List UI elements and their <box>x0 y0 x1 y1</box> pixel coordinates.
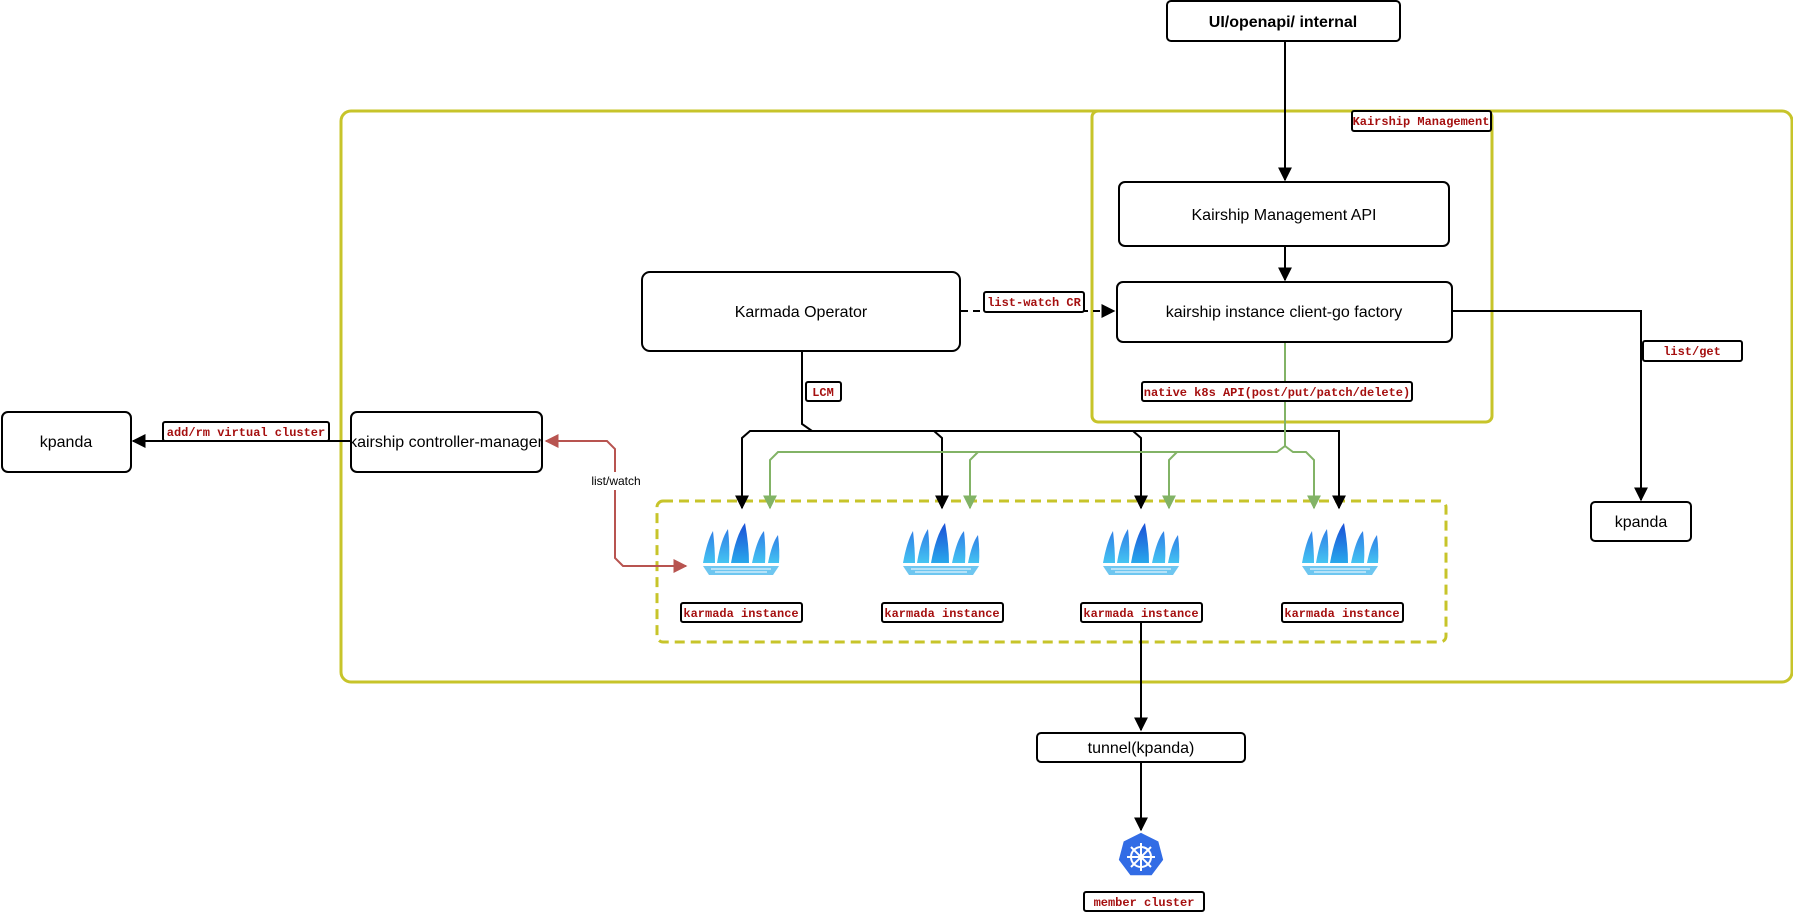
karmada-logo-icon <box>902 522 980 576</box>
edge-native-api-to-instance-3 <box>1162 451 1178 510</box>
karmada-instance-label: karmada instance <box>683 607 798 621</box>
lcm-text: LCM <box>812 386 834 400</box>
edge-native-api-to-instance-4 <box>1284 445 1321 510</box>
list-watch-cr-text: list-watch CR <box>987 296 1081 310</box>
member-cluster-label: member cluster <box>1094 896 1195 910</box>
tunnel-box[interactable]: tunnel(kpanda) <box>1036 732 1246 763</box>
list-watch-tag: list/watch <box>586 472 644 490</box>
karmada-logo-icon <box>702 522 780 576</box>
kpanda-left-label: kpanda <box>40 434 93 451</box>
kpanda-right-label: kpanda <box>1615 514 1668 531</box>
karmada-operator-label: Karmada Operator <box>735 304 868 321</box>
client-go-factory-label: kairship instance client-go factory <box>1166 304 1403 321</box>
edge-lcm-to-instance-2 <box>933 430 949 510</box>
lcm-tag: LCM <box>805 381 842 402</box>
karmada-instance-2[interactable]: karmada instance <box>881 522 1004 623</box>
edge-factory-to-kpanda-right <box>1452 310 1648 502</box>
karmada-logo-icon <box>1102 522 1180 576</box>
edge-controller-list-watch <box>544 434 688 573</box>
karmada-instance-label: karmada instance <box>1083 607 1198 621</box>
kpanda-right-box[interactable]: kpanda <box>1590 501 1692 542</box>
kairship-management-tag: Kairship Management <box>1351 110 1492 132</box>
edge-lcm-trunk <box>801 352 1346 510</box>
list-watch-cr-tag: list-watch CR <box>983 291 1085 313</box>
member-cluster-node[interactable]: member cluster <box>1083 831 1205 912</box>
controller-manager-box[interactable]: kairship controller-manager <box>349 411 544 473</box>
kairship-outer-container <box>339 109 1793 684</box>
list-watch-text: list/watch <box>591 474 640 488</box>
native-k8s-api-text: native k8s API(post/put/patch/delete) <box>1144 386 1410 400</box>
karmada-logo-icon <box>1301 522 1379 576</box>
karmada-instance-label: karmada instance <box>1284 607 1399 621</box>
kubernetes-helm-icon <box>1117 831 1165 877</box>
karmada-instance-label: karmada instance <box>884 607 999 621</box>
add-rm-virtual-cluster-text: add/rm virtual cluster <box>167 426 325 440</box>
karmada-instance-3[interactable]: karmada instance <box>1080 522 1203 623</box>
edge-native-api-to-instance-2 <box>963 451 979 510</box>
controller-manager-label: kairship controller-manager <box>349 434 544 451</box>
karmada-instance-4[interactable]: karmada instance <box>1281 522 1404 623</box>
ui-openapi-label: UI/openapi/ internal <box>1209 14 1357 31</box>
karmada-instance-1[interactable]: karmada instance <box>680 522 803 623</box>
edge-lcm-to-instance-3 <box>1132 430 1148 510</box>
list-get-text: list/get <box>1663 345 1721 359</box>
add-rm-virtual-cluster-tag: add/rm virtual cluster <box>162 421 330 442</box>
edge-native-api-trunk <box>763 343 1286 510</box>
list-get-tag: list/get <box>1642 340 1743 362</box>
native-k8s-api-tag: native k8s API(post/put/patch/delete) <box>1141 381 1413 402</box>
client-go-factory-box[interactable]: kairship instance client-go factory <box>1116 281 1453 343</box>
karmada-operator-box[interactable]: Karmada Operator <box>641 271 961 352</box>
kairship-management-api-label: Kairship Management API <box>1192 207 1377 224</box>
kairship-management-api-box[interactable]: Kairship Management API <box>1118 181 1450 247</box>
kairship-management-text: Kairship Management <box>1353 115 1490 129</box>
kpanda-left-box[interactable]: kpanda <box>1 411 132 473</box>
edge-lcm-to-instance-1 <box>735 430 812 510</box>
tunnel-label: tunnel(kpanda) <box>1088 740 1195 757</box>
karmada-instances-group <box>655 499 1448 644</box>
ui-openapi-box[interactable]: UI/openapi/ internal <box>1166 0 1401 42</box>
kairship-management-container <box>1090 109 1494 424</box>
